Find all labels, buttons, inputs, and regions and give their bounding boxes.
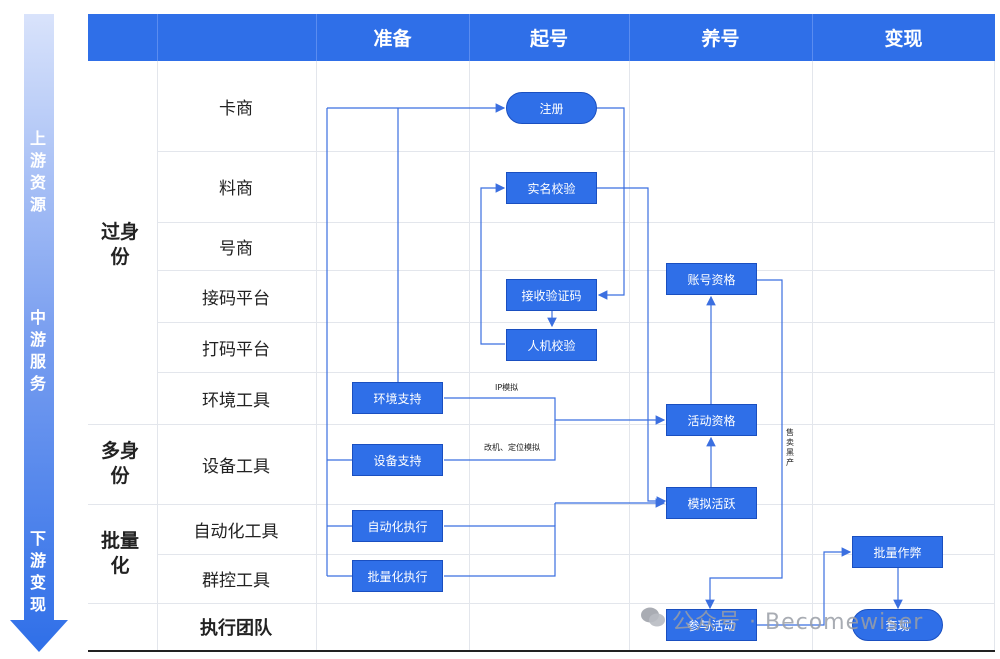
node-human-check: 人机校验 bbox=[506, 329, 597, 361]
row-execution-team: 执行团队 bbox=[200, 617, 272, 639]
node-simulate-activity: 模拟活跃 bbox=[666, 487, 757, 519]
midstream-label: 中游服务 bbox=[29, 308, 46, 393]
connector-auto-batch bbox=[444, 525, 556, 577]
node-realname-check: 实名校验 bbox=[506, 172, 597, 204]
grid-line bbox=[157, 372, 995, 373]
table-bottom-border bbox=[88, 650, 995, 652]
grid-line bbox=[629, 61, 630, 651]
grid-line bbox=[157, 270, 995, 271]
grid-line bbox=[316, 61, 317, 651]
grid-line bbox=[88, 504, 995, 505]
edge-label-device: 改机、定位模拟 bbox=[484, 443, 540, 452]
header-divider bbox=[629, 14, 630, 61]
header-divider bbox=[316, 14, 317, 61]
row-card-merchant: 卡商 bbox=[219, 98, 253, 119]
header-divider bbox=[812, 14, 813, 61]
row-group-control-tools: 群控工具 bbox=[202, 571, 270, 591]
node-account-qualification: 账号资格 bbox=[666, 263, 757, 295]
upstream-label: 上游资源 bbox=[29, 129, 46, 214]
node-batch-cheat: 批量作弊 bbox=[852, 536, 943, 568]
grid-line bbox=[157, 222, 995, 223]
grid-line bbox=[88, 603, 995, 604]
row-device-tools: 设备工具 bbox=[202, 456, 270, 477]
row-sms-platform: 接码平台 bbox=[202, 288, 270, 309]
group-multi-identity: 多身份 bbox=[100, 440, 139, 487]
node-batch-exec: 批量化执行 bbox=[352, 560, 443, 592]
stage-nurture: 养号 bbox=[701, 28, 740, 50]
connector-realname-simulate bbox=[597, 187, 667, 506]
row-captcha-platform: 打码平台 bbox=[202, 339, 270, 360]
row-env-tools: 环境工具 bbox=[202, 390, 270, 411]
grid-line bbox=[157, 554, 995, 555]
edge-label-sell: 售卖黑产 bbox=[786, 428, 794, 467]
flow-direction-arrow bbox=[10, 14, 68, 652]
downstream-label: 下游变现 bbox=[29, 529, 46, 614]
header-bar bbox=[88, 14, 995, 61]
group-identity: 过身份 bbox=[100, 221, 139, 268]
row-data-merchant: 料商 bbox=[219, 179, 253, 199]
connector-join-cheat bbox=[757, 547, 852, 626]
grid-line bbox=[157, 61, 158, 651]
row-automation-tools: 自动化工具 bbox=[193, 521, 279, 542]
edge-label-ip: IP模拟 bbox=[495, 383, 519, 392]
node-activity-qualification: 活动资格 bbox=[666, 404, 757, 436]
node-join-activity: 参与活动 bbox=[666, 609, 757, 641]
group-batch: 批量化 bbox=[100, 530, 139, 577]
node-device-support: 设备支持 bbox=[352, 444, 443, 476]
stage-prepare: 准备 bbox=[373, 28, 412, 50]
connector-env-device bbox=[444, 397, 556, 461]
node-auto-exec: 自动化执行 bbox=[352, 510, 443, 542]
grid-line bbox=[812, 61, 813, 651]
grid-line bbox=[469, 61, 470, 651]
watermark-text: 公众号 · Becomewiser bbox=[672, 610, 924, 635]
header-divider bbox=[469, 14, 470, 61]
grid-line bbox=[88, 424, 995, 425]
grid-line bbox=[994, 61, 995, 651]
wechat-icon bbox=[640, 606, 666, 628]
grid-line bbox=[157, 322, 995, 323]
node-receive-sms: 接收验证码 bbox=[506, 279, 597, 311]
connector-account-join bbox=[705, 279, 783, 610]
connector-human-realname bbox=[480, 183, 506, 345]
stage-start: 起号 bbox=[529, 28, 568, 50]
grid-line bbox=[157, 151, 995, 152]
header-divider bbox=[157, 14, 158, 61]
node-env-support: 环境支持 bbox=[352, 382, 443, 414]
row-account-merchant: 号商 bbox=[219, 238, 253, 259]
node-cashout: 套现 bbox=[852, 609, 943, 641]
connector-register-sms bbox=[597, 107, 625, 300]
node-register: 注册 bbox=[506, 92, 597, 124]
stage-monetize: 变现 bbox=[884, 28, 923, 50]
